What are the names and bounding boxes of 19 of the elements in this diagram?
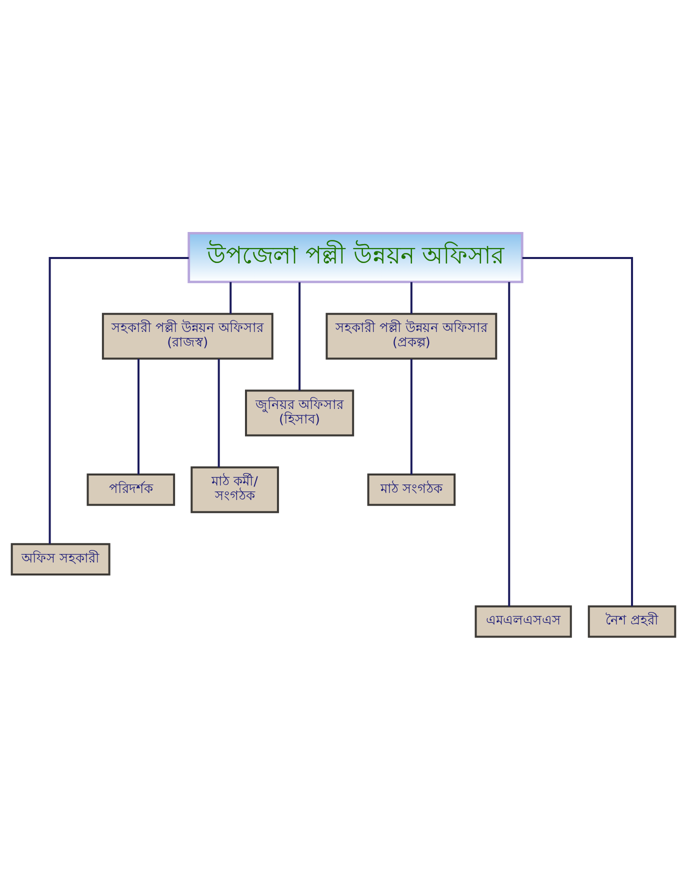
connector [508, 282, 510, 606]
node-box: পরিদর্শক [86, 473, 176, 506]
node-box: মাঠ সংগঠক [367, 473, 456, 506]
node-box: সহকারী পল্লী উন্নয়ন অফিসার (রাজস্ব) [102, 312, 274, 360]
node-box: মাঠ কর্মী/ সংগঠক [190, 466, 279, 513]
connector [138, 358, 140, 474]
connector [522, 256, 634, 606]
connector [298, 282, 301, 390]
connector [410, 358, 412, 474]
connector [48, 256, 189, 544]
node-box: উপজেলা পল্লী উন্নয়ন অফিসার [188, 232, 524, 283]
connector [230, 282, 232, 314]
node-box: নৈশ প্রহরী [588, 604, 676, 638]
connector [410, 282, 412, 314]
connector [218, 358, 220, 467]
node-box: অফিস সহকারী [10, 542, 110, 575]
node-box: জুনিয়র অফিসার (হিসাব) [245, 389, 354, 436]
node-box: সহকারী পল্লী উন্নয়ন অফিসার (প্রকল্প) [326, 312, 498, 360]
node-box: এমএলএসএস [474, 604, 572, 638]
